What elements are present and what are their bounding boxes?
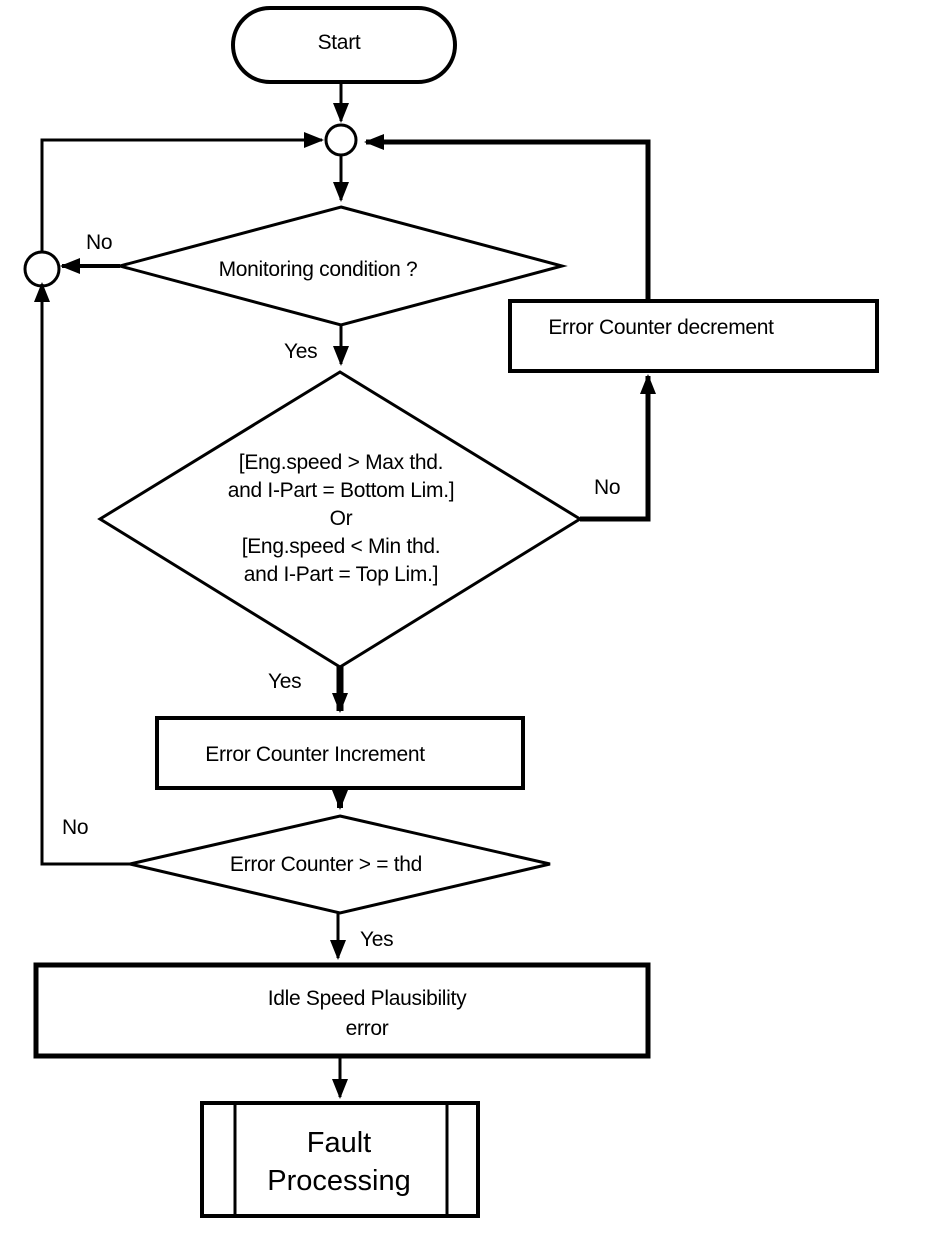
junction-circle-left — [23, 250, 61, 288]
edge-speed-condition-no-to-decrement — [580, 374, 656, 522]
monitoring-yes-label: Yes — [284, 340, 318, 363]
edge-threshold-no-to-left-junction — [34, 282, 130, 866]
speed-condition-line-1: [Eng.speed > Max thd. — [238, 451, 444, 474]
error-counter-decrement-label: Error Counter decrement — [548, 316, 774, 339]
threshold-yes-label: Yes — [360, 928, 394, 951]
idle-speed-error-line-1: Idle Speed Plausibility — [267, 987, 467, 1010]
fault-processing-line-2: Processing — [267, 1165, 411, 1197]
fault-processing-label: Fault Processing — [267, 1124, 410, 1200]
speed-condition-label: [Eng.speed > Max thd. and I-Part = Botto… — [228, 449, 455, 589]
fault-processing-box — [200, 1101, 480, 1218]
error-counter-decrement-box — [508, 299, 879, 373]
error-counter-increment-box — [155, 716, 525, 790]
monitoring-no-label: No — [86, 231, 113, 254]
edge-decrement-to-top-junction — [364, 134, 651, 301]
speed-condition-line-3: Or — [329, 507, 353, 530]
speed-condition-line-2: and I-Part = Bottom Lim.] — [227, 479, 455, 502]
start-terminator-shape — [231, 6, 457, 84]
idle-speed-error-label: Idle Speed Plausibility error — [268, 984, 467, 1044]
speed-condition-yes-label: Yes — [268, 670, 302, 693]
start-label: Start — [317, 31, 361, 54]
edge-left-junction-to-top-junction — [40, 132, 324, 252]
monitoring-decision-label: Monitoring condition ? — [218, 258, 418, 281]
threshold-decision-label: Error Counter > = thd — [229, 853, 423, 876]
idle-speed-error-line-2: error — [345, 1017, 389, 1040]
speed-condition-no-label: No — [594, 476, 621, 499]
error-counter-threshold-diamond — [129, 814, 551, 915]
idle-speed-error-box — [33, 962, 651, 1059]
junction-circle-top — [324, 123, 358, 157]
speed-condition-line-4: [Eng.speed < Min thd. — [241, 535, 441, 558]
fault-processing-line-1: Fault — [306, 1127, 372, 1159]
threshold-no-label: No — [62, 816, 89, 839]
speed-condition-line-5: and I-Part = Top Lim.] — [243, 563, 439, 586]
error-counter-increment-label: Error Counter Increment — [205, 743, 425, 766]
